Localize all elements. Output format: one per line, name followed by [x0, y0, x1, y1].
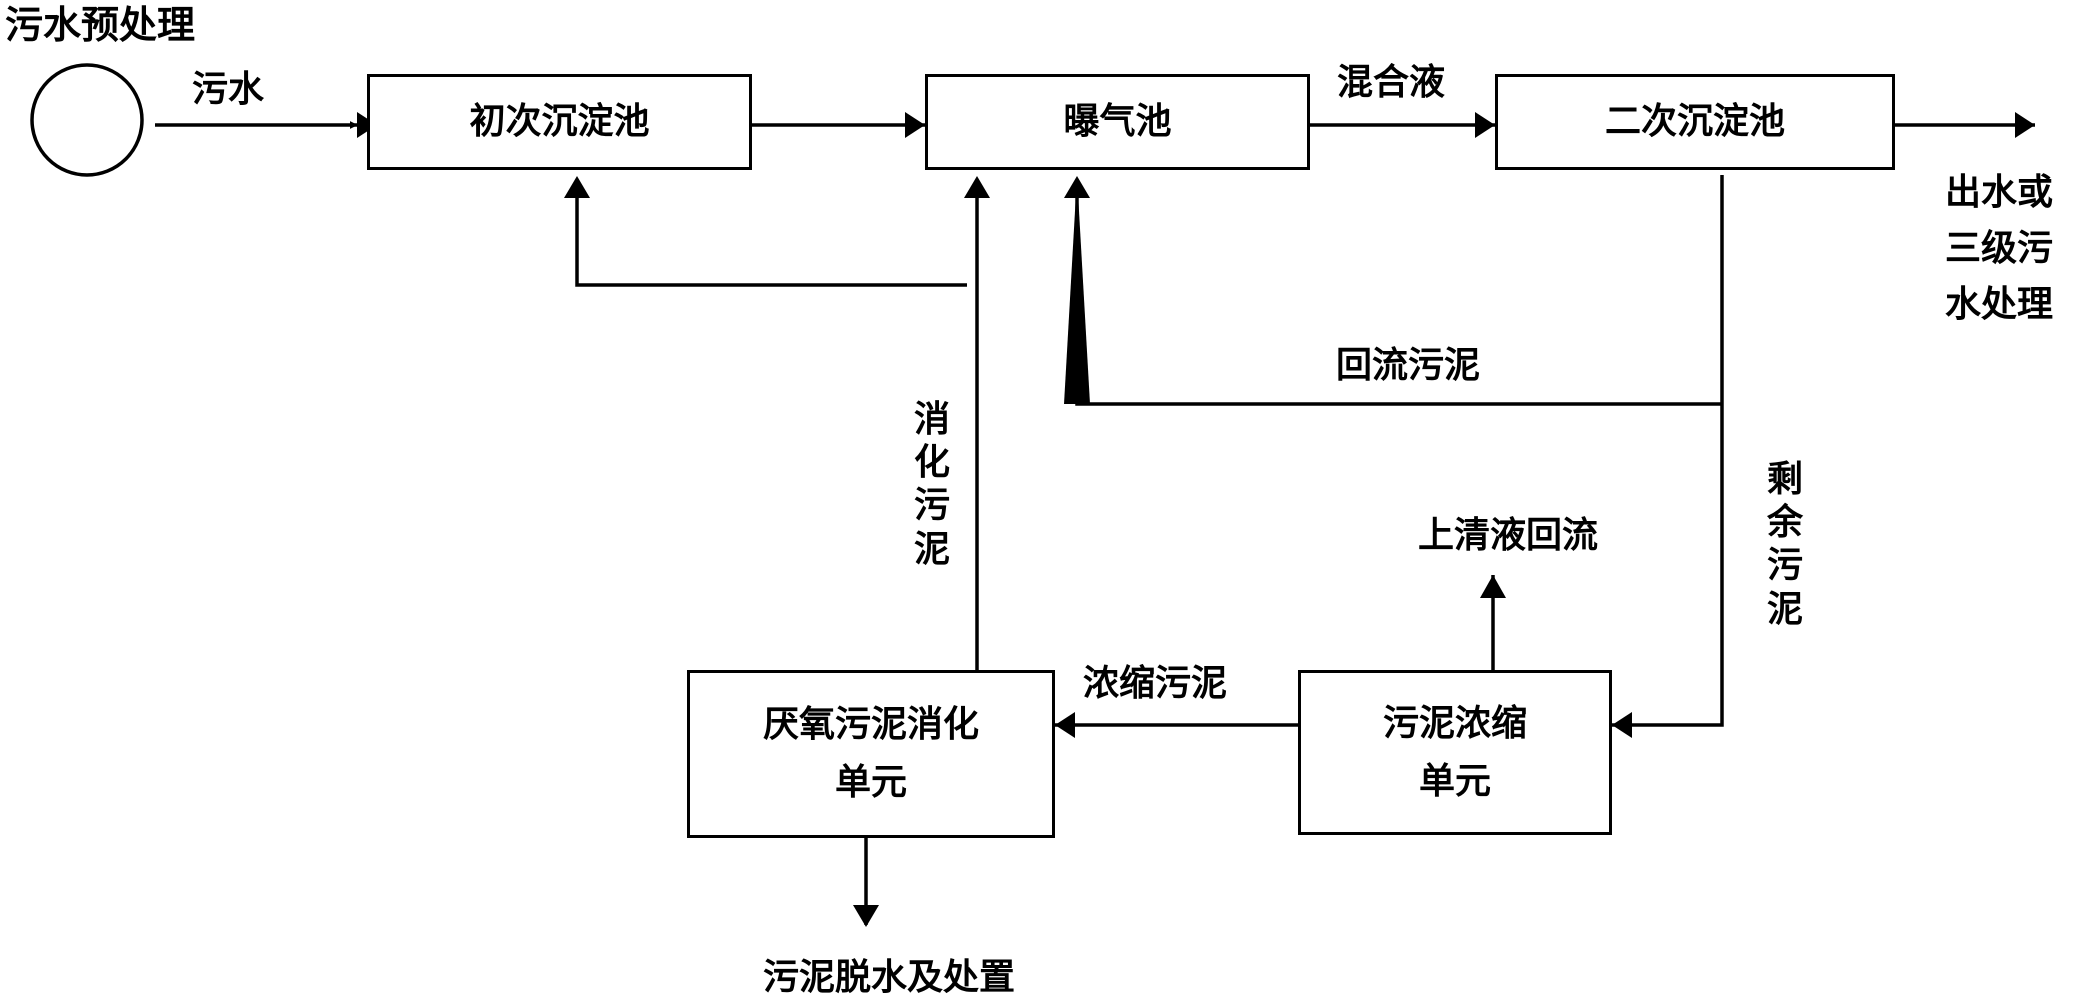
- digested-char: 污: [913, 485, 950, 527]
- flow-label-thickened-sludge: 浓缩污泥: [1083, 663, 1228, 704]
- arrowhead: [1055, 712, 1075, 738]
- arrowhead: [1064, 176, 1090, 198]
- source-node: [30, 63, 144, 177]
- arrowhead: [1612, 712, 1632, 738]
- arrowhead: [964, 176, 990, 198]
- source-title: 污水预处理: [5, 3, 196, 47]
- sludge-thickener-box: 污泥浓缩 单元: [1298, 670, 1612, 835]
- anaerobic-digester-label-line2: 单元: [834, 762, 907, 803]
- primary-clarifier-label: 初次沉淀池: [469, 101, 650, 143]
- arrowhead: [564, 176, 590, 198]
- arrowhead: [2015, 112, 2035, 138]
- aeration-tank-label: 曝气池: [1063, 101, 1172, 143]
- flow-label-supernatant-return: 上清液回流: [1418, 515, 1599, 556]
- anaerobic-digester-box: 厌氧污泥消化 单元: [687, 670, 1055, 838]
- anaerobic-digester-label-line1: 厌氧污泥消化: [762, 704, 979, 746]
- arrowhead: [1475, 112, 1495, 138]
- effluent-line: 三级污: [1945, 227, 2054, 269]
- arrowhead: [1480, 575, 1506, 598]
- sludge-thickener-label-line2: 单元: [1418, 760, 1491, 802]
- flow-label-excess-sludge: 剩 余 污 泥: [1764, 458, 1806, 631]
- arrowhead: [853, 905, 879, 927]
- excess-char: 污: [1766, 545, 1803, 587]
- flow-label-digested-sludge: 消 化 污 泥: [911, 398, 953, 571]
- secondary-clarifier-box: 二次沉淀池: [1495, 74, 1895, 170]
- excess-char: 泥: [1766, 588, 1803, 630]
- excess-char: 剩: [1766, 459, 1803, 500]
- excess-char: 余: [1766, 502, 1803, 544]
- digested-char: 泥: [913, 528, 950, 570]
- aeration-tank-box: 曝气池: [925, 74, 1310, 170]
- secondary-clarifier-label: 二次沉淀池: [1604, 101, 1785, 143]
- digested-char: 化: [913, 442, 950, 484]
- arrowhead: [1064, 176, 1090, 404]
- effluent-line: 水处理: [1945, 283, 2054, 325]
- flow-label-mixed-liquor: 混合液: [1337, 62, 1446, 103]
- sludge-thickener-label-line1: 污泥浓缩: [1382, 702, 1527, 744]
- digested-char: 消: [913, 399, 950, 440]
- arrow-digested-to-primary: [575, 180, 967, 287]
- effluent-line: 出水或: [1945, 172, 2054, 213]
- arrowhead: [905, 112, 925, 138]
- flow-label-effluent: 出水或 三级污 水处理: [1945, 165, 2053, 332]
- line-secondary-underflow: [1612, 175, 1724, 727]
- primary-clarifier-box: 初次沉淀池: [367, 74, 752, 170]
- flow-label-dewatering: 污泥脱水及处置: [763, 957, 1016, 998]
- flow-label-raw-sewage: 污水: [192, 69, 265, 110]
- flow-label-return-sludge: 回流污泥: [1336, 345, 1481, 386]
